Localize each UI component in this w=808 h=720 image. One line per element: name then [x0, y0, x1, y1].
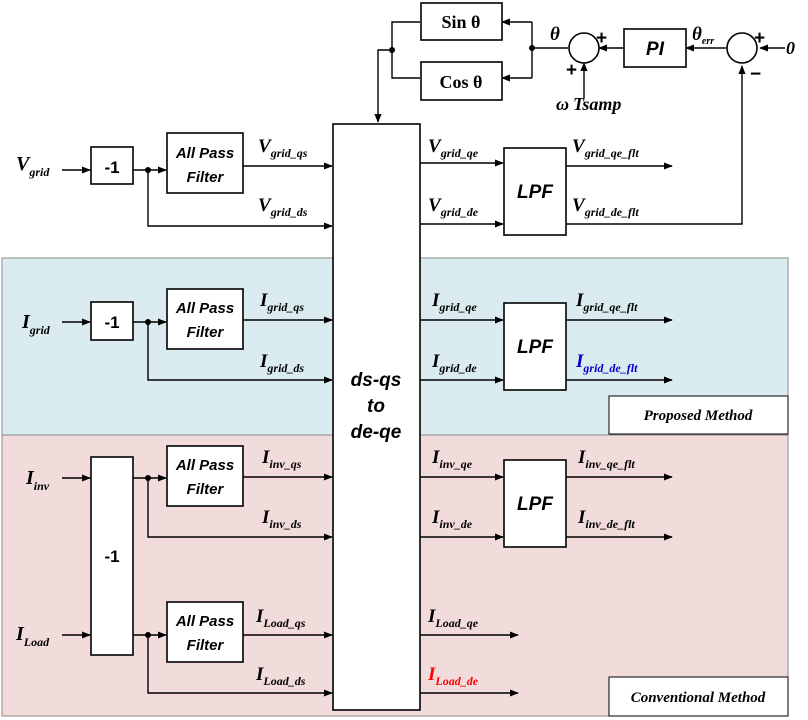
junction-dot: [145, 319, 151, 325]
proposed-label-box: [608, 395, 789, 435]
signal-i-grid-de-flt: Igrid_de_flt: [575, 351, 638, 375]
signal-i-load-ds: ILoad_ds: [255, 664, 306, 688]
apf-block-igrid-label: All Pass: [175, 300, 234, 317]
conventional-label-box: [608, 676, 789, 717]
signal-i-grid: Igrid: [21, 311, 51, 337]
apf-block-iload-label2: Filter: [187, 637, 225, 654]
transform-block-label-3: de-qe: [351, 422, 402, 443]
neg-block-vgrid: [90, 146, 134, 185]
lpf-block-vgrid-label: LPF: [517, 182, 554, 203]
apf-block-iload: [166, 601, 244, 663]
apf-block-igrid-label2: Filter: [187, 324, 225, 341]
signal-v-grid-ds: Vgrid_ds: [258, 195, 308, 219]
lpf-block-vgrid: [503, 147, 567, 236]
apf-block-igrid: [166, 288, 244, 350]
neg-block-vgrid-label: -1: [104, 158, 119, 177]
apf-block-iload-label: All Pass: [175, 613, 234, 630]
signal-i-inv-qs: Iinv_qs: [261, 447, 302, 471]
signal-v-grid: Vgrid: [16, 153, 50, 179]
apf-block-vgrid-label: All Pass: [175, 145, 234, 162]
neg-block-inv-load: [90, 456, 134, 656]
transform-block: [332, 123, 421, 711]
junction-dot: [529, 45, 535, 51]
lpf-block-igrid-label: LPF: [517, 337, 554, 358]
proposed-label: Proposed Method: [644, 408, 753, 424]
pi-block-label: PI: [646, 39, 665, 60]
apf-block-iinv-label2: Filter: [187, 481, 225, 498]
apf-block-iinv: [166, 445, 244, 507]
signal-v-grid-qe: Vgrid_qe: [428, 136, 479, 160]
apf-block-vgrid: [166, 132, 244, 194]
minus-sign: −: [750, 64, 761, 85]
lpf-block-iinv-label: LPF: [517, 494, 554, 515]
signal-i-grid-qe-flt: Igrid_qe_flt: [575, 290, 638, 314]
signal-i-load-de: ILoad_de: [427, 664, 479, 688]
signal-i-inv-de: Iinv_de: [431, 507, 473, 531]
apf-block-iinv-label: All Pass: [175, 457, 234, 474]
signal-i-grid-qs: Igrid_qs: [259, 290, 304, 314]
cos-block: [420, 61, 503, 101]
lpf-block-igrid: [503, 302, 567, 391]
signal-i-load: ILoad: [15, 623, 50, 649]
signal-i-inv-qe-flt: Iinv_qe_flt: [577, 447, 635, 471]
signal-v-grid-de: Vgrid_de: [428, 195, 479, 219]
signal-i-inv-de-flt: Iinv_de_flt: [577, 507, 635, 531]
signal-v-grid-qe-flt: Vgrid_qe_flt: [572, 136, 639, 160]
transform-block-label-2: to: [367, 396, 385, 417]
sum-junction-theta: [568, 32, 600, 64]
signal-i-load-qs: ILoad_qs: [255, 606, 306, 630]
junction-dot: [389, 47, 395, 53]
theta-err-label: θerr: [692, 24, 714, 47]
lpf-block-iinv: [503, 459, 567, 548]
signal-i-inv-ds: Iinv_ds: [261, 507, 302, 531]
signal-i-grid-ds: Igrid_ds: [259, 351, 304, 375]
sum-junction-error: [726, 32, 758, 64]
sin-block: [420, 2, 503, 41]
pi-block: [623, 28, 687, 68]
plus-sign: +: [754, 28, 765, 49]
cos-block-label: Cos θ: [440, 72, 483, 92]
signal-i-grid-de: Igrid_de: [431, 351, 477, 375]
junction-dot: [145, 167, 151, 173]
plus-sign: +: [596, 28, 607, 49]
transform-block-label-1: ds-qs: [351, 370, 402, 391]
neg-block-inv-load-label: -1: [104, 547, 119, 566]
plus-sign: +: [566, 60, 577, 81]
signal-v-grid-qs: Vgrid_qs: [258, 136, 308, 160]
signal-v-grid-de-flt: Vgrid_de_flt: [572, 195, 639, 219]
signal-i-inv-qe: Iinv_qe: [431, 447, 473, 471]
signal-i-grid-qe: Igrid_qe: [431, 290, 477, 314]
sin-block-label: Sin θ: [442, 12, 481, 32]
theta-label: θ: [550, 24, 560, 45]
signal-i-inv: Iinv: [25, 467, 50, 493]
signal-i-load-qe: ILoad_qe: [427, 606, 479, 630]
conventional-label: Conventional Method: [631, 690, 766, 706]
neg-block-igrid-label: -1: [104, 313, 119, 332]
junction-dot: [145, 475, 151, 481]
neg-block-igrid: [90, 301, 134, 341]
junction-dot: [145, 632, 151, 638]
apf-block-vgrid-label2: Filter: [187, 169, 225, 186]
zero-label: 0: [786, 38, 795, 58]
